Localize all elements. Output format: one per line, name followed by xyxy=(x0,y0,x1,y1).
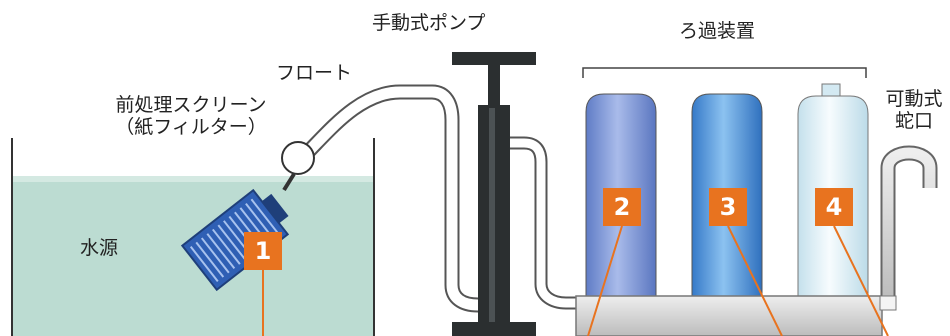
hand-pump-label: 手動式ポンプ xyxy=(372,12,486,34)
intake-hose xyxy=(299,86,494,311)
marker-3: 3 xyxy=(709,188,747,226)
pump-base xyxy=(452,322,536,336)
prefilter-label-line1: 前処理スクリーン xyxy=(115,94,267,116)
leader-line-4 xyxy=(833,225,889,336)
float xyxy=(281,141,315,175)
prefilter-label-line2: （紙フィルター） xyxy=(115,116,267,138)
float-label: フロート xyxy=(276,62,353,84)
pump-rod xyxy=(488,65,500,107)
faucet-label-line2: 蛇口 xyxy=(894,110,933,132)
cartridge-4-cap xyxy=(821,83,841,97)
marker-2: 2 xyxy=(603,188,641,226)
marker-4: 4 xyxy=(815,188,853,226)
pump-handle xyxy=(452,52,536,65)
water-source-label: 水源 xyxy=(80,237,119,259)
water-surface xyxy=(12,176,374,182)
faucet-label-line1: 可動式 xyxy=(885,88,943,110)
faucet-joint xyxy=(879,295,897,311)
leader-line-2 xyxy=(587,225,623,336)
filter-unit-label: ろ過装置 xyxy=(679,20,756,42)
filter-base xyxy=(575,295,883,336)
filter-unit-bracket xyxy=(582,67,867,78)
float-stem xyxy=(282,172,296,192)
tank-walls xyxy=(11,138,375,336)
marker-1: 1 xyxy=(244,232,282,270)
prefilter-label: 前処理スクリーン （紙フィルター） xyxy=(96,94,286,138)
faucet-label: 可動式 蛇口 xyxy=(883,88,945,132)
outlet-hose xyxy=(510,138,578,308)
leader-line-3 xyxy=(727,225,783,336)
leader-lines xyxy=(262,225,889,336)
faucet-outline xyxy=(880,145,938,300)
movable-faucet xyxy=(882,147,936,300)
pump-highlight xyxy=(489,108,495,322)
